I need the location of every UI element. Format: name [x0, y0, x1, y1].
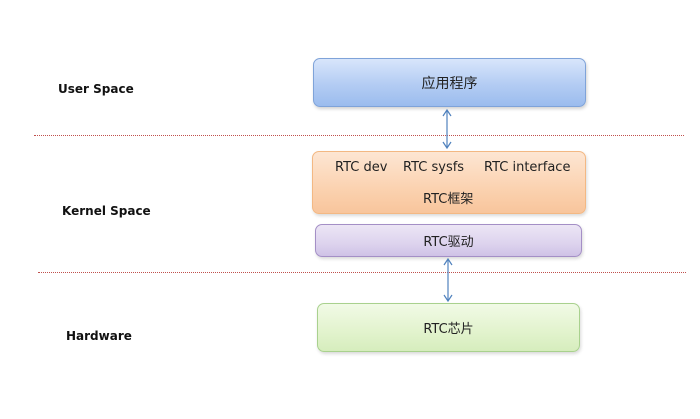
app-framework-arrow	[442, 108, 452, 150]
rtc-dev-label: RTC dev	[335, 160, 388, 175]
application-label: 应用程序	[421, 75, 478, 92]
application-box: 应用程序	[313, 58, 586, 107]
kernel-hardware-divider	[38, 272, 686, 273]
rtc-sysfs-label: RTC sysfs	[403, 160, 465, 175]
rtc-driver-box: RTC驱动	[315, 224, 582, 257]
rtc-framework-box: RTC dev RTC sysfs RTC interface RTC框架	[312, 151, 586, 214]
kernel-space-label: Kernel Space	[62, 204, 151, 218]
rtc-driver-label: RTC驱动	[423, 235, 474, 250]
user-space-label: User Space	[58, 82, 134, 96]
user-kernel-divider	[34, 135, 684, 136]
driver-chip-arrow	[443, 257, 453, 303]
rtc-chip-box: RTC芯片	[317, 303, 580, 352]
rtc-framework-title: RTC框架	[423, 192, 474, 207]
rtc-interface-label: RTC interface	[484, 160, 571, 175]
rtc-chip-label: RTC芯片	[423, 322, 474, 337]
hardware-label: Hardware	[66, 329, 132, 343]
